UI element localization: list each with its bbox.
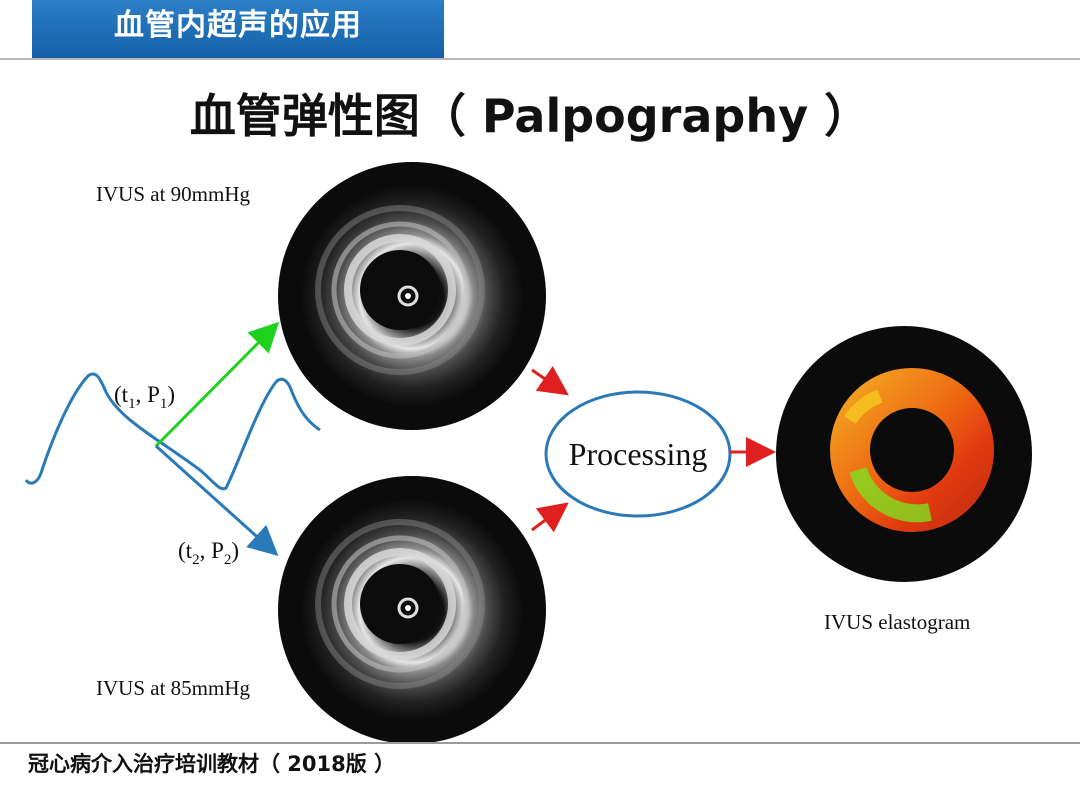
elastogram-caption: IVUS elastogram	[824, 610, 970, 635]
point2-label: (t2, P2)	[178, 538, 239, 568]
bottom-image-caption: IVUS at 85mmHg	[96, 676, 250, 701]
ivus-image-bottom	[278, 476, 546, 744]
arrow-top-to-processing	[532, 370, 564, 392]
top-image-caption: IVUS at 90mmHg	[96, 182, 250, 207]
footer-text: 冠心病介入治疗培训教材（ 2018版 ）	[28, 748, 395, 778]
arrow-to-bottom-image	[156, 446, 274, 552]
elastogram-image	[776, 326, 1032, 582]
footer-divider	[0, 742, 1080, 744]
ivus-image-top	[278, 162, 546, 430]
point1-label: (t1, P1)	[114, 382, 175, 412]
processing-label: Processing	[569, 436, 708, 472]
arrow-bottom-to-processing	[532, 506, 564, 530]
